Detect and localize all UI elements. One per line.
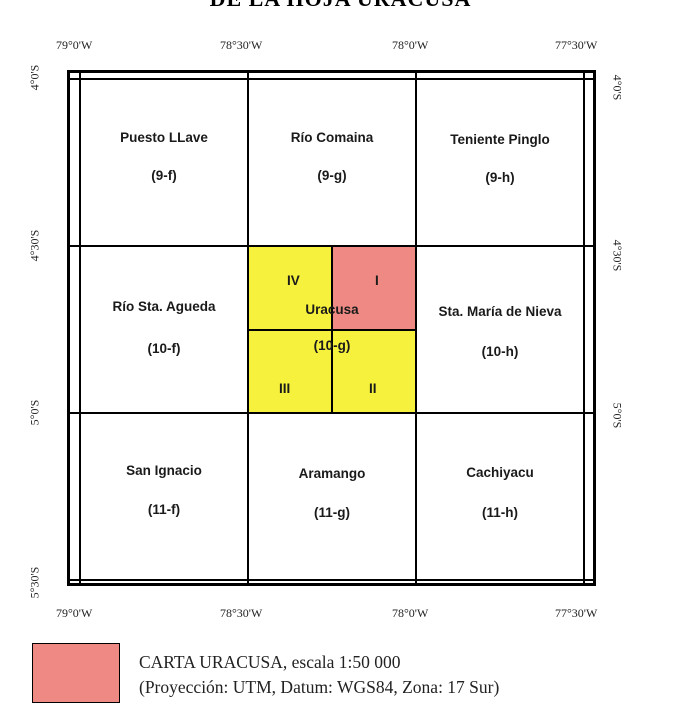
sheet-name: Río Sta. Agueda bbox=[112, 299, 216, 314]
sheet-code: (11-h) bbox=[481, 505, 518, 520]
grid-line-vertical bbox=[247, 70, 249, 586]
left-latitude-label: 4°0'S bbox=[27, 64, 42, 91]
sheet-code: (9-g) bbox=[317, 168, 347, 183]
quadrant-ii[interactable] bbox=[332, 330, 416, 413]
quadrant-label-i: I bbox=[375, 273, 379, 288]
legend-title: CARTA URACUSA, escala 1:50 000 bbox=[139, 652, 401, 672]
bottom-longitude-label: 79°0'W bbox=[56, 606, 93, 620]
sheet-code: (9-f) bbox=[151, 168, 177, 183]
left-latitude-label: 4°30'S bbox=[27, 229, 42, 262]
top-longitude-label: 78°30'W bbox=[220, 38, 263, 52]
right-latitude-label: 5°0'S bbox=[610, 402, 625, 429]
sheet-name: Sta. María de Nieva bbox=[438, 304, 562, 319]
quadrant-label-iv: IV bbox=[287, 273, 300, 288]
sheet-name: Cachiyacu bbox=[466, 465, 534, 480]
sheet-code: (10-g) bbox=[313, 338, 351, 353]
sheet-cell[interactable]: Río Sta. Agueda (10-f) bbox=[81, 247, 247, 412]
bottom-longitude-label: 78°30'W bbox=[220, 606, 263, 620]
legend-swatch bbox=[32, 643, 120, 703]
bottom-longitude-label: 77°30'W bbox=[555, 606, 598, 620]
sheet-code: (11-g) bbox=[313, 505, 350, 520]
grid-line-vertical bbox=[79, 70, 81, 586]
sheet-name: San Ignacio bbox=[126, 463, 202, 478]
quadrant-label-ii: II bbox=[369, 381, 377, 396]
grid-line-horizontal bbox=[67, 78, 596, 80]
sheet-cell[interactable]: Aramango (11-g) bbox=[249, 414, 415, 579]
sheet-cell[interactable]: Sta. María de Nieva (10-h) bbox=[417, 247, 583, 412]
sheet-code: (9-h) bbox=[485, 170, 515, 185]
sheet-code: (11-f) bbox=[147, 502, 181, 517]
sheet-cell[interactable]: Puesto LLave (9-f) bbox=[81, 80, 247, 245]
sheet-name: Uracusa bbox=[305, 302, 359, 317]
sheet-name: Aramango bbox=[298, 466, 366, 481]
right-latitude-label: 4°0'S bbox=[610, 74, 625, 101]
quadrant-label-iii: III bbox=[279, 381, 291, 396]
right-latitude-label: 4°30'S bbox=[610, 239, 625, 272]
grid-line-horizontal bbox=[67, 412, 596, 414]
sheet-cell[interactable]: Cachiyacu (11-h) bbox=[417, 414, 583, 579]
sheet-name: Puesto LLave bbox=[120, 130, 208, 145]
grid-line-vertical bbox=[415, 70, 417, 586]
left-latitude-label: 5°0'S bbox=[27, 399, 42, 426]
top-longitude-label: 77°30'W bbox=[555, 38, 598, 52]
quadrant-i[interactable] bbox=[332, 246, 416, 330]
sheet-cell-uracusa[interactable]: Uracusa (10-g) bbox=[249, 247, 415, 412]
grid-line-horizontal bbox=[67, 579, 596, 581]
grid-line-vertical bbox=[583, 70, 585, 586]
top-longitude-label: 79°0'W bbox=[56, 38, 93, 52]
legend-subtitle: (Proyección: UTM, Datum: WGS84, Zona: 17… bbox=[139, 677, 500, 697]
sheet-name: Río Comaina bbox=[290, 130, 374, 145]
sheet-cell[interactable]: Teniente Pinglo (9-h) bbox=[417, 80, 583, 245]
sheet-cell[interactable]: Río Comaina (9-g) bbox=[249, 80, 415, 245]
quadrant-iv[interactable] bbox=[248, 246, 332, 330]
sheet-code: (10-h) bbox=[481, 344, 519, 359]
map-title: DE LA HOJA URACUSA bbox=[0, 0, 681, 12]
map-frame bbox=[67, 70, 596, 586]
sheet-cell[interactable]: San Ignacio (11-f) bbox=[81, 414, 247, 579]
sheet-name: Teniente Pinglo bbox=[450, 132, 550, 147]
grid-line-horizontal bbox=[67, 245, 596, 247]
quadrant-divider-horizontal bbox=[248, 329, 416, 331]
top-longitude-label: 78°0'W bbox=[392, 38, 429, 52]
sheet-code: (10-f) bbox=[147, 341, 181, 356]
bottom-longitude-label: 78°0'W bbox=[392, 606, 429, 620]
quadrant-iii[interactable] bbox=[248, 330, 332, 413]
left-latitude-label: 5°30'S bbox=[27, 566, 42, 599]
